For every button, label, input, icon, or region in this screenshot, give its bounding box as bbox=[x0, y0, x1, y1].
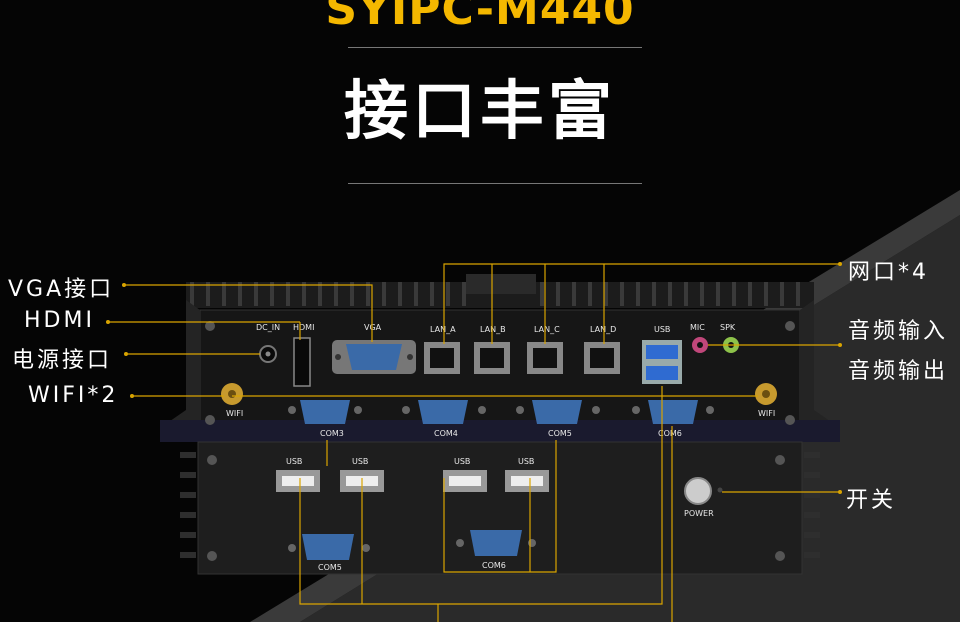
dc-in-label: DC_IN bbox=[256, 323, 280, 332]
com3-label: COM3 bbox=[320, 429, 344, 438]
hdmi-port bbox=[293, 337, 311, 387]
usb-lower-2-label: USB bbox=[352, 457, 368, 466]
callout-lines bbox=[108, 263, 840, 622]
lan-a-label: LAN_A bbox=[430, 325, 456, 334]
mic-label: MIC bbox=[690, 323, 705, 332]
vga-port bbox=[346, 344, 402, 370]
lan-ports: LAN_A LAN_B LAN_C LAN_D bbox=[424, 325, 620, 374]
wifi-right-label: WIFI bbox=[758, 409, 775, 418]
lan-d-label: LAN_D bbox=[590, 325, 616, 334]
model-title: SYIPC-M440 bbox=[325, 0, 635, 35]
usb-top-label: USB bbox=[654, 325, 670, 334]
power-label: POWER bbox=[684, 509, 714, 518]
com4-label: COM4 bbox=[434, 429, 458, 438]
callout-vga: VGA接口 bbox=[8, 277, 115, 302]
com6-label: COM6 bbox=[658, 429, 682, 438]
lan-c-label: LAN_C bbox=[534, 325, 560, 334]
power-button bbox=[684, 477, 712, 505]
usb-lower-3-label: USB bbox=[454, 457, 470, 466]
callout-audio-in: 音频输入 bbox=[848, 319, 949, 344]
vga-label: VGA bbox=[364, 323, 382, 332]
com5-label: COM5 bbox=[548, 429, 572, 438]
usb-lower-1-label: USB bbox=[286, 457, 302, 466]
callout-lan: 网口*4 bbox=[848, 260, 929, 285]
com5-lower-label: COM5 bbox=[318, 563, 342, 572]
callout-hdmi: HDMI bbox=[24, 308, 95, 333]
com6-lower-label: COM6 bbox=[482, 561, 506, 570]
title-divider-bottom bbox=[348, 183, 642, 184]
heatsink-fins bbox=[190, 282, 800, 306]
lan-b-label: LAN_B bbox=[480, 325, 506, 334]
callout-wifi: WIFI*2 bbox=[28, 383, 119, 408]
callout-power-jack: 电源接口 bbox=[12, 348, 113, 373]
spk-label: SPK bbox=[720, 323, 736, 332]
com-ports-upper: COM3 COM4 COM5 COM6 bbox=[288, 400, 714, 438]
callout-audio-out: 音频输出 bbox=[848, 359, 949, 384]
hdmi-label: HDMI bbox=[293, 323, 314, 332]
wifi-left-label: WIFI bbox=[226, 409, 243, 418]
callout-switch: 开关 bbox=[846, 488, 897, 513]
title-divider-top bbox=[348, 47, 642, 48]
usb-lower-4-label: USB bbox=[518, 457, 534, 466]
page-title: 接口丰富 bbox=[344, 75, 616, 149]
lower-side-fins bbox=[180, 452, 820, 558]
